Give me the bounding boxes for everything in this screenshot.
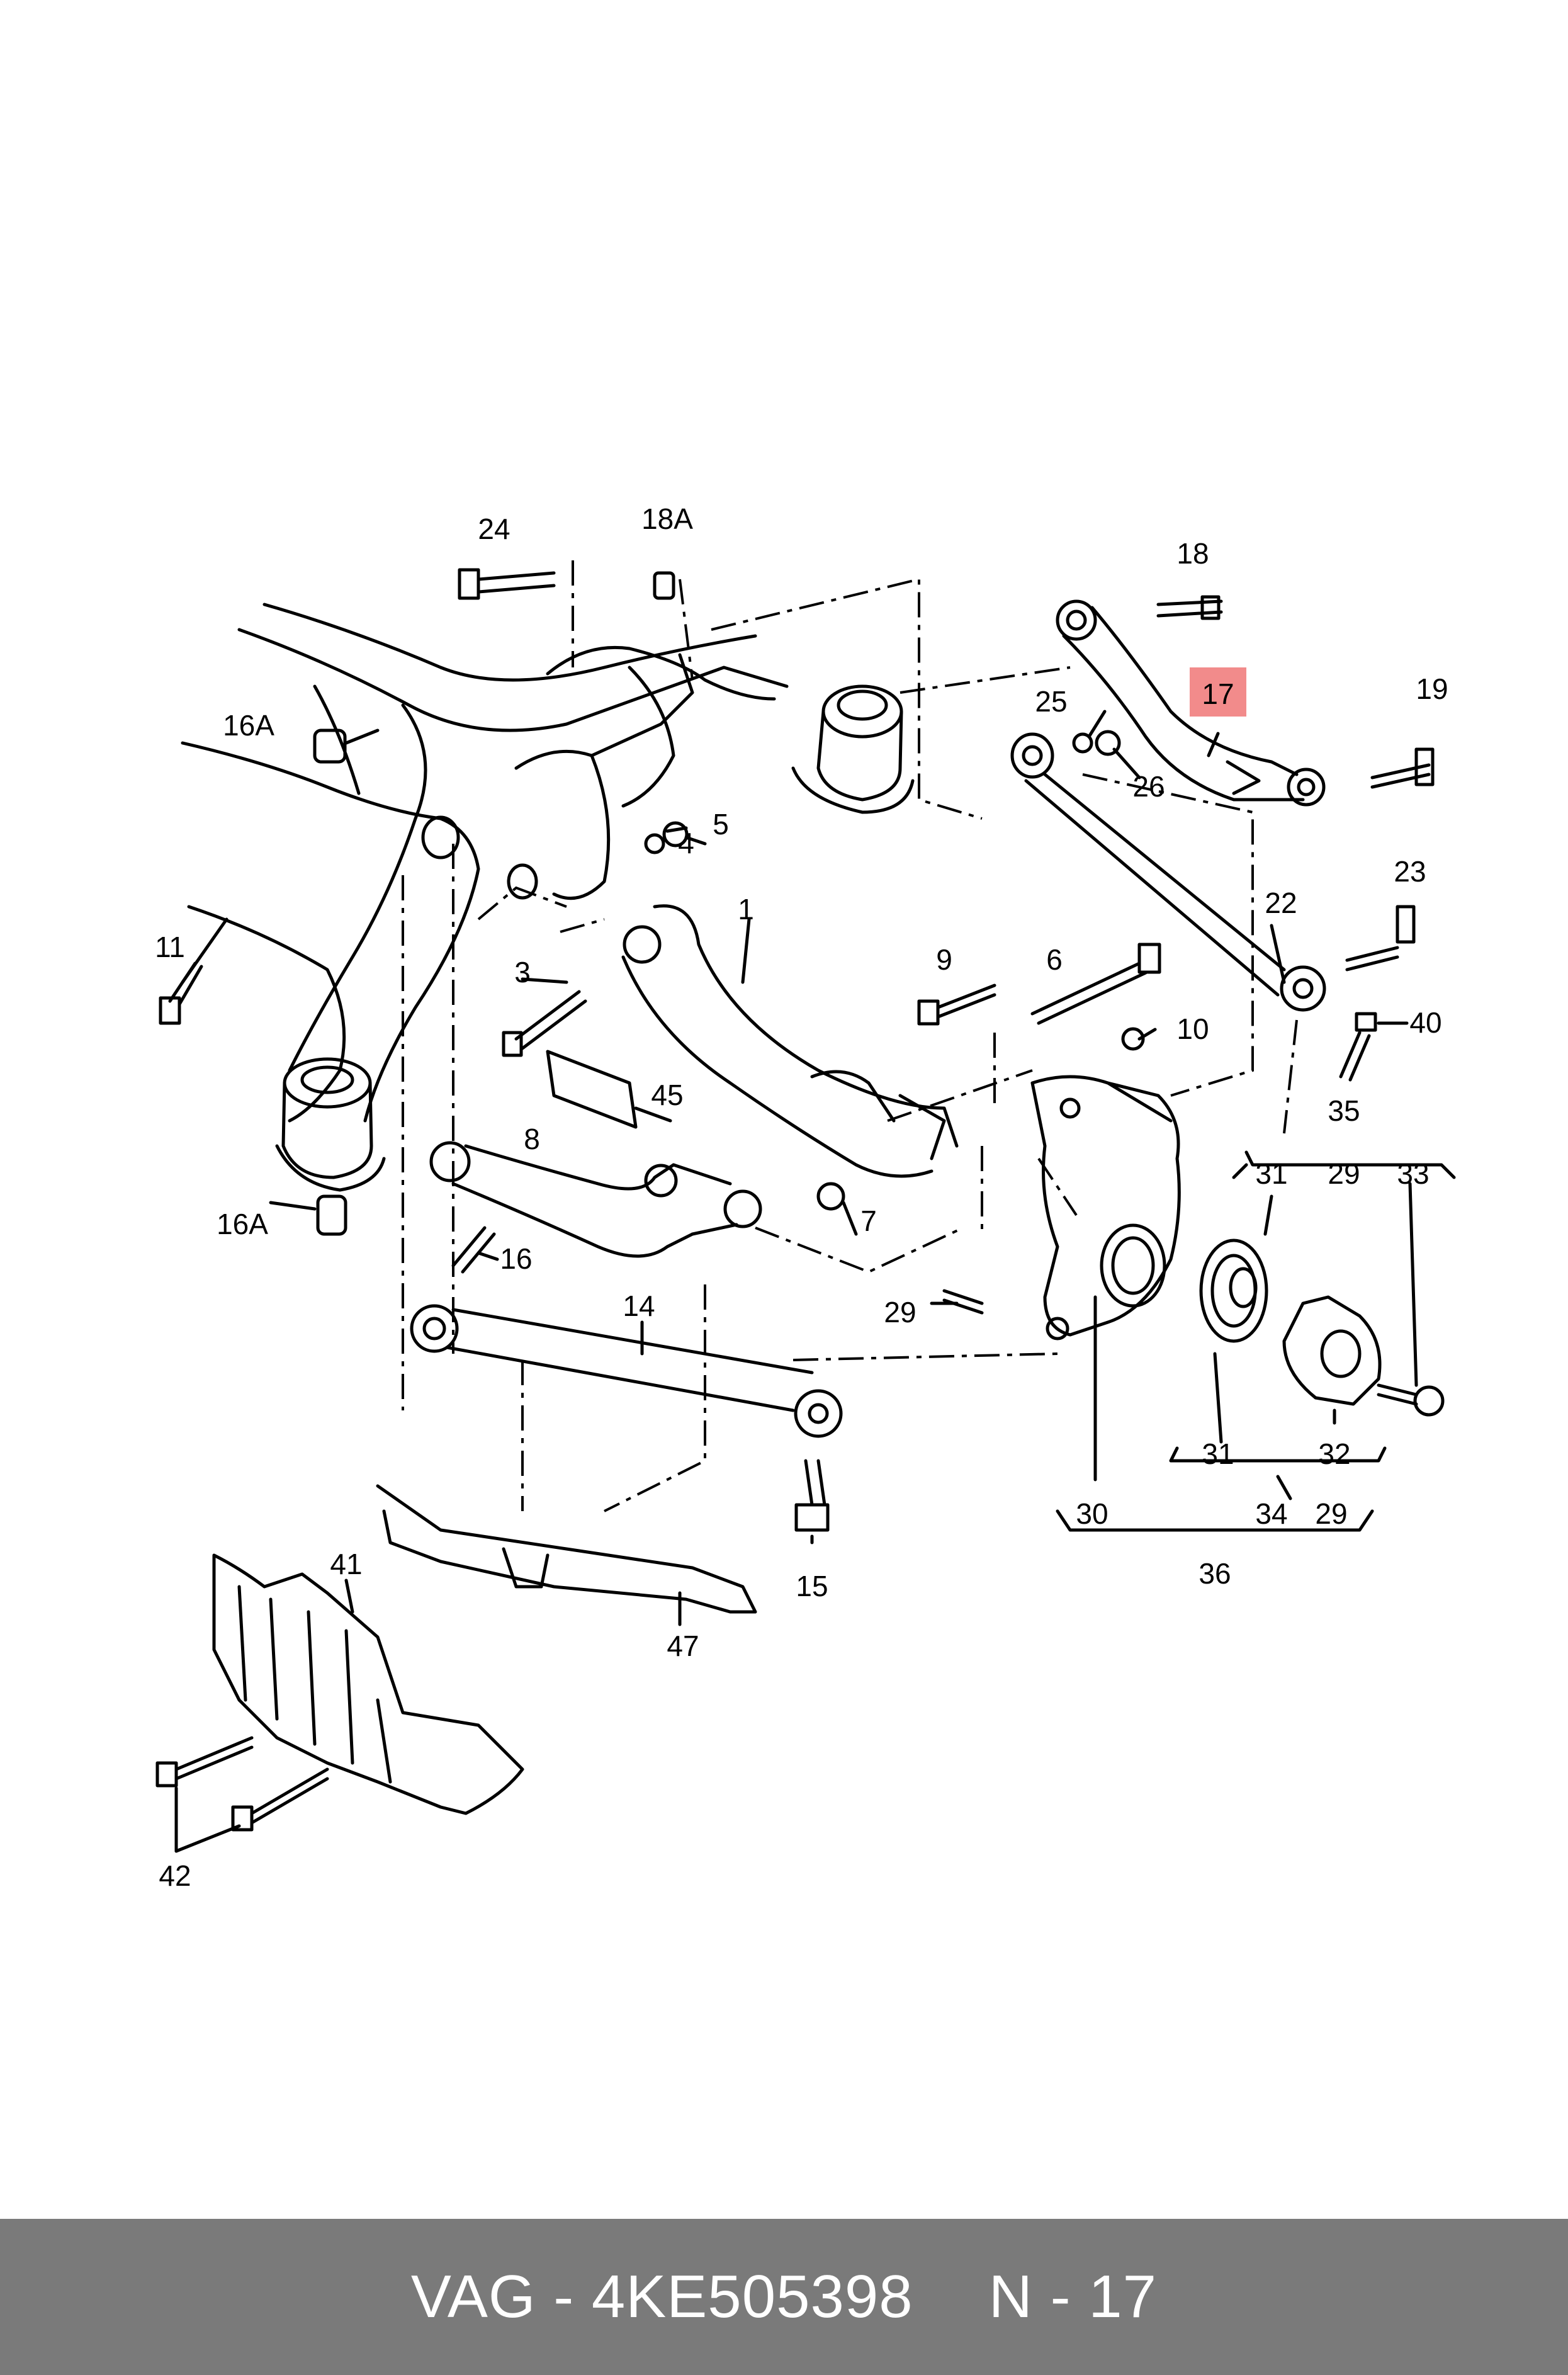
label-40: 40 [1409, 1006, 1441, 1039]
label-30: 30 [1076, 1497, 1108, 1530]
bracket-47 [376, 1484, 757, 1614]
label-17: 17 [1202, 677, 1234, 710]
leader-lines [174, 710, 1456, 1853]
subframe-bushing-lower [275, 1057, 386, 1192]
label-1: 1 [738, 893, 754, 926]
label-14: 14 [623, 1290, 655, 1322]
label-41: 41 [330, 1548, 362, 1580]
subframe-bushing-upper [791, 684, 915, 814]
wheel-hub-32 [1282, 1295, 1382, 1406]
label-45: 45 [651, 1079, 683, 1111]
wheel-bearing-31 [1199, 1239, 1268, 1343]
label-31-bottom: 31 [1202, 1437, 1234, 1470]
wheel-carrier-30 [1030, 1075, 1181, 1341]
label-36: 36 [1199, 1557, 1231, 1590]
label-29-top: 29 [1328, 1157, 1360, 1190]
label-8: 8 [524, 1123, 540, 1155]
brand-part-number: VAG - 4KE505398 [410, 2263, 913, 2330]
label-19: 19 [1416, 672, 1448, 705]
label-35: 35 [1328, 1094, 1360, 1127]
label-33: 33 [1397, 1157, 1429, 1190]
label-47: 47 [667, 1630, 699, 1662]
upper-control-arm-17 [1056, 599, 1326, 807]
label-23: 23 [1394, 855, 1426, 888]
label-25: 25 [1035, 685, 1067, 718]
label-31-top: 31 [1255, 1157, 1287, 1190]
label-16A-bottom: 16A [217, 1208, 268, 1240]
trailing-link-14 [410, 1304, 843, 1438]
suspension-exploded-view: 24 18A 18 17 19 25 26 16A 5 4 1 22 23 11… [155, 502, 1456, 1892]
label-24: 24 [478, 513, 510, 545]
label-16: 16 [500, 1242, 532, 1275]
label-10: 10 [1176, 1012, 1209, 1045]
label-29-bottom: 29 [1315, 1497, 1347, 1530]
label-18A: 18A [641, 502, 693, 535]
toe-link-8 [429, 1141, 762, 1258]
label-15: 15 [796, 1570, 828, 1602]
underbody-shield-41 [212, 1553, 524, 1815]
label-7: 7 [860, 1205, 877, 1237]
guide-lines [402, 560, 1298, 1512]
label-32: 32 [1318, 1437, 1350, 1470]
label-29-left: 29 [884, 1296, 916, 1329]
highlight-box-17 [1190, 667, 1246, 717]
part-number-footer: VAG - 4KE505398 N - 17 [0, 2219, 1568, 2375]
label-42: 42 [159, 1859, 191, 1892]
small-parts [313, 571, 1145, 1236]
label-4: 4 [678, 827, 694, 859]
position-number: N - 17 [988, 2263, 1158, 2330]
label-9: 9 [936, 943, 952, 976]
label-26: 26 [1132, 770, 1165, 803]
label-5: 5 [713, 808, 729, 841]
bolts [155, 568, 1445, 1832]
label-18: 18 [1176, 537, 1209, 570]
label-6: 6 [1046, 943, 1063, 976]
label-22: 22 [1265, 887, 1297, 919]
lateral-link-22 [1010, 732, 1326, 1012]
label-3: 3 [514, 956, 531, 989]
label-16A-top: 16A [223, 709, 274, 742]
label-34: 34 [1255, 1497, 1287, 1530]
label-11: 11 [155, 931, 185, 963]
lower-wishbone-1 [621, 904, 959, 1178]
parts-diagram: 24 18A 18 17 19 25 26 16A 5 4 1 22 23 11… [155, 502, 1456, 1892]
subframe-drawing [181, 603, 789, 1123]
callout-labels: 24 18A 18 17 19 25 26 16A 5 4 1 22 23 11… [155, 502, 1448, 1892]
